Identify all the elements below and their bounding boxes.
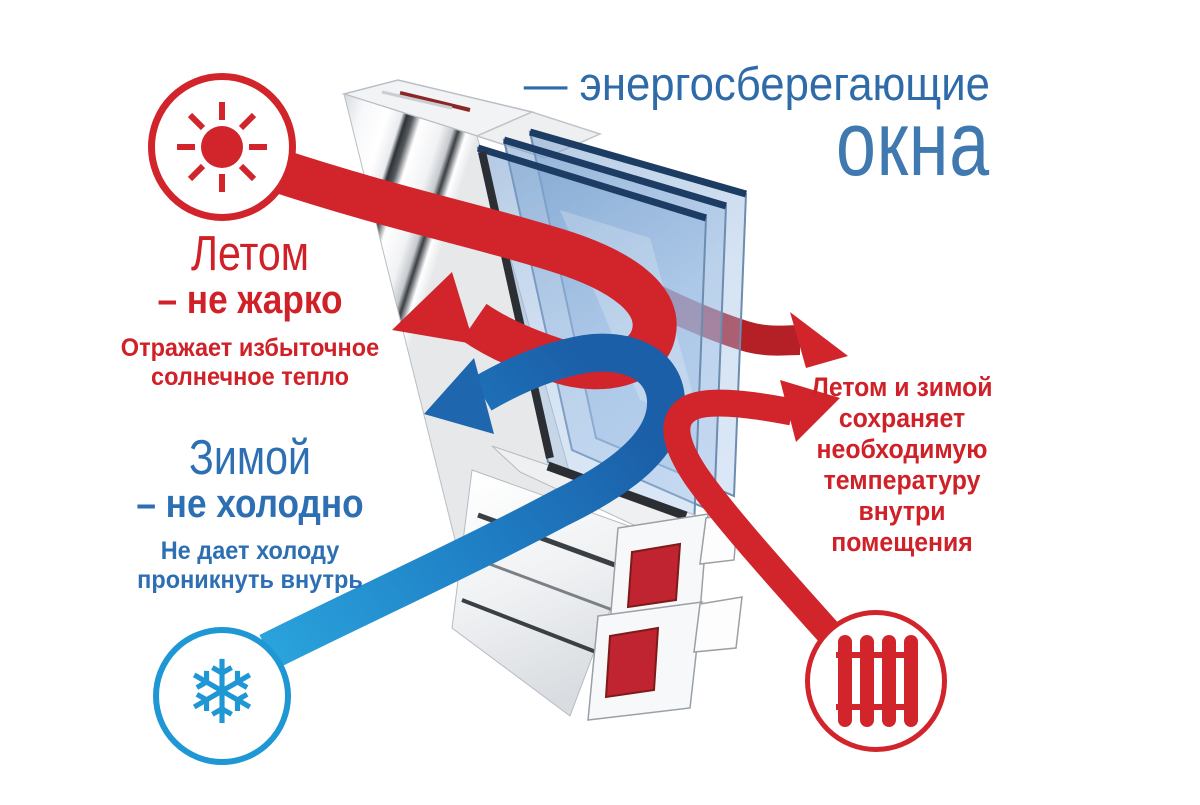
- benefit-line: сохраняет: [838, 403, 966, 433]
- benefit-line: температуру: [823, 465, 981, 495]
- radiator-heat-arrow: [663, 380, 841, 644]
- sun-circle: [148, 73, 296, 221]
- radiator-icon: [836, 635, 918, 727]
- benefit-line: помещения: [831, 527, 973, 557]
- benefit-line: Летом и зимой: [811, 372, 993, 402]
- title-line2: окна: [836, 93, 990, 195]
- snowflake-circle: ❄: [153, 627, 291, 765]
- winter-description-line1: Не дает холоду: [160, 537, 340, 565]
- winter-description-line2: проникнуть внутрь: [137, 566, 363, 594]
- benefit-line: необходимую: [816, 434, 988, 464]
- radiator-circle: [805, 610, 947, 752]
- title-line1: — энергосберегающие: [523, 57, 990, 110]
- winter-subheading: – не холодно: [136, 482, 364, 526]
- sun-icon: [177, 102, 267, 192]
- benefit-text: Летом и зимой сохраняет необходимую темп…: [788, 372, 1016, 558]
- transmitted-heat-arrowhead: [790, 312, 848, 368]
- summer-description: Отражает избыточное солнечное тепло: [95, 334, 405, 392]
- winter-description: Не дает холоду проникнуть внутрь: [95, 537, 405, 595]
- summer-subheading: – не жарко: [157, 278, 343, 322]
- summer-heading: Летом: [190, 227, 310, 281]
- benefit-line: внутри: [858, 496, 946, 526]
- cold-arrow: [259, 333, 685, 669]
- summer-description-line1: Отражает избыточное: [120, 334, 380, 362]
- snowflake-icon: ❄: [185, 641, 259, 744]
- summer-description-line2: солнечное тепло: [151, 363, 349, 391]
- winter-heading: Зимой: [188, 431, 312, 485]
